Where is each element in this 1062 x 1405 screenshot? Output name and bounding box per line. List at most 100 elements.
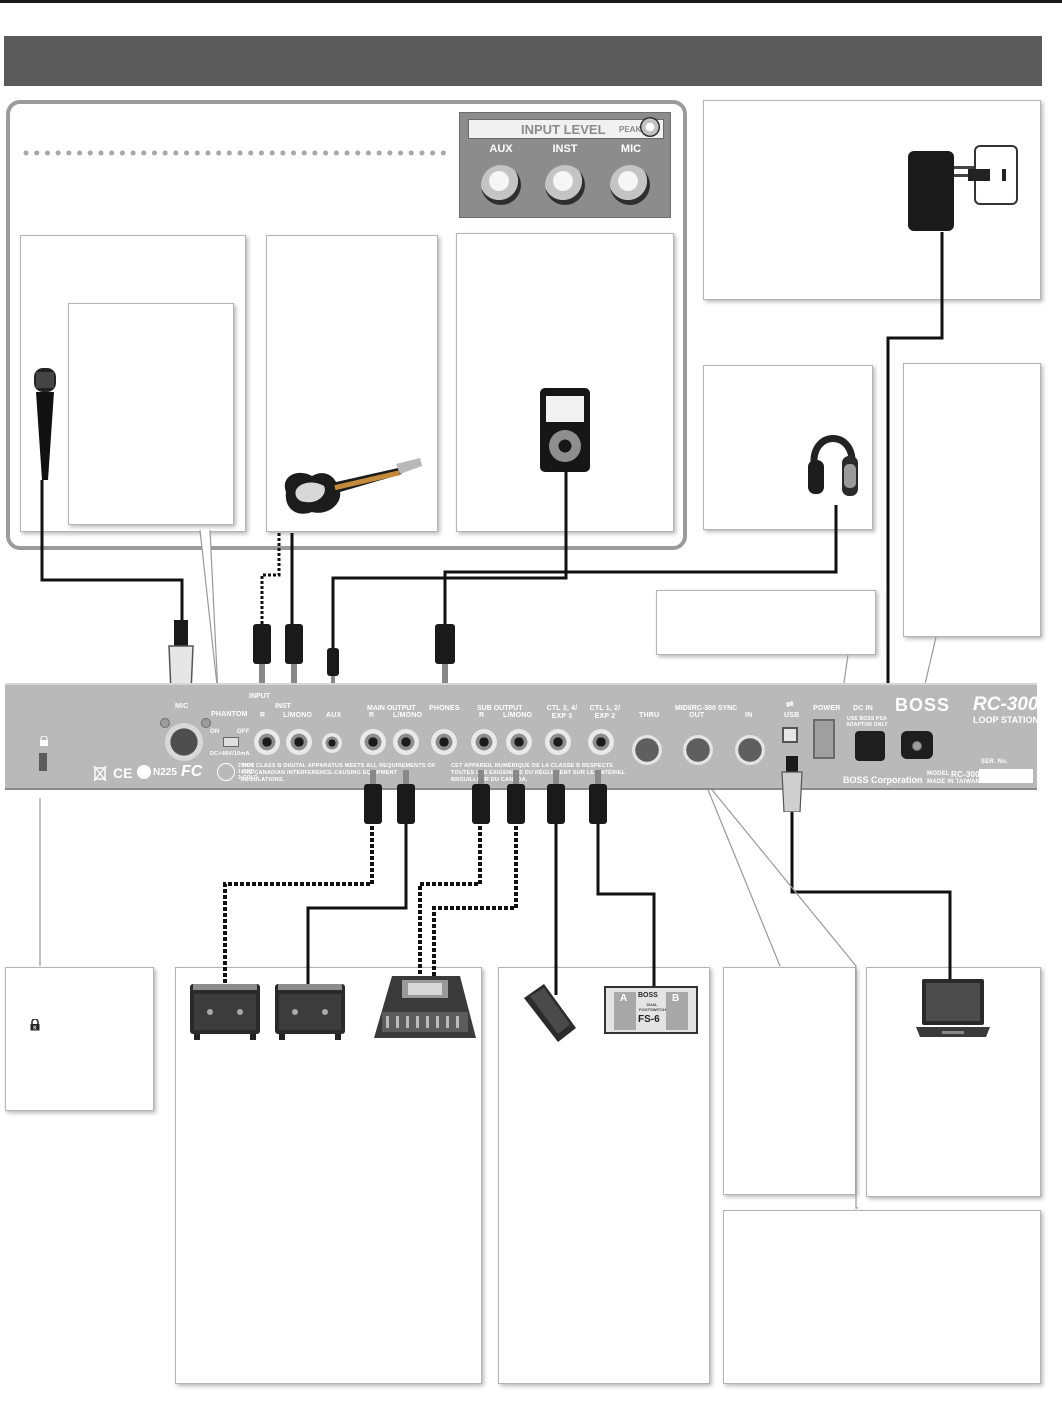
loop-station-label: LOOP STATION <box>973 715 1040 725</box>
input-group-label: INPUT <box>249 693 270 700</box>
expression-pedal-icon <box>520 980 580 1044</box>
inst-r-plug-icon <box>252 624 272 694</box>
inst-r-label: R <box>260 712 266 719</box>
sub-output-label: SUB OUTPUT <box>477 705 523 712</box>
footswitch-a-label: A <box>620 993 628 1004</box>
aux-cable <box>331 470 568 650</box>
made-in-label: MADE IN TAIWAN <box>927 779 981 785</box>
microphone-icon <box>30 368 60 484</box>
phantom-spec: DC+48V/10mA <box>210 751 250 757</box>
usb-icon: ⇌ <box>786 699 794 709</box>
exp3-plug-icon <box>547 770 565 824</box>
svg-text:K: K <box>33 1026 37 1032</box>
guitar-cable-r <box>260 533 281 625</box>
input-level-title: INPUT LEVEL <box>521 122 606 137</box>
ctl12-jack[interactable] <box>588 729 614 755</box>
footswitch-model: FS-6 <box>638 1014 660 1025</box>
input-level-panel: INPUT LEVEL PEAK AUX INST MIC <box>459 112 671 218</box>
serial-label: SER. No. <box>981 759 1008 765</box>
top-rule <box>0 0 1062 3</box>
aux-level-knob[interactable] <box>481 165 521 205</box>
phones-jack[interactable] <box>431 729 457 755</box>
ac-adaptor-icon <box>908 151 954 231</box>
usb-plug-icon <box>780 756 804 813</box>
sub-l-jack[interactable] <box>506 729 532 755</box>
mic-jack-label: MIC <box>175 703 189 710</box>
security-slot-panel <box>5 967 154 1111</box>
pedal-panel <box>498 967 710 1384</box>
dotted-leader <box>23 150 451 156</box>
exp2-plug-icon <box>589 770 607 824</box>
inst-l-jack[interactable] <box>286 729 312 755</box>
ctl34-jack[interactable] <box>545 729 571 755</box>
sub-l-cable <box>432 820 518 985</box>
midi-thru-port[interactable] <box>632 735 662 765</box>
midi-note-panel <box>723 1210 1041 1384</box>
dc-in-label: DC IN <box>853 705 874 712</box>
screw <box>201 718 211 728</box>
model-value: RC-300 <box>951 770 980 779</box>
boss-corporation-label: BOSS Corporation <box>843 775 923 785</box>
main-l-plug-icon <box>397 770 415 824</box>
mic-cable <box>40 480 184 620</box>
electric-guitar-icon <box>278 454 424 520</box>
sub-r-cable <box>418 820 482 985</box>
phantom-on-label: ON <box>210 729 220 735</box>
midi-sync-label: MIDI/RC-300 SYNC <box>675 705 738 712</box>
phantom-switch[interactable] <box>223 737 239 747</box>
main-output-label: MAIN OUTPUT <box>367 705 416 712</box>
weee-icon <box>93 765 107 783</box>
amplifier-icon <box>190 980 260 1040</box>
main-l-jack[interactable] <box>393 729 419 755</box>
security-slot[interactable] <box>39 753 47 771</box>
midi-out-port[interactable] <box>683 735 713 765</box>
fcc-text-fr: CET APPAREIL NUMÉRIQUE DE LA CLASSE B RE… <box>451 763 626 783</box>
sub-r-label: R <box>479 712 485 719</box>
main-r-jack[interactable] <box>360 729 386 755</box>
mic-level-knob[interactable] <box>610 165 650 205</box>
knob-label-mic: MIC <box>620 143 642 155</box>
peak-indicator-icon <box>640 117 660 137</box>
aux-jack[interactable] <box>322 733 342 753</box>
exp2-cable <box>596 820 656 990</box>
main-r-cable <box>223 820 374 985</box>
adaptor-note: USE BOSS PSA ADAPTOR ONLY <box>846 716 888 728</box>
ctl34-label: CTL 3, 4/ EXP 3 <box>546 705 578 720</box>
screw <box>160 718 170 728</box>
power-switch[interactable] <box>813 719 835 759</box>
xlr-pin-legend: 2:HOT 1:GND 3:COLD <box>238 763 258 781</box>
aux-jack-label: AUX <box>326 712 342 719</box>
inst-group-label: INST <box>275 703 291 710</box>
phantom-off-label: OFF <box>237 729 250 735</box>
xlr-plug-icon <box>165 620 197 693</box>
inst-level-knob[interactable] <box>545 165 585 205</box>
midi-in-port[interactable] <box>735 735 765 765</box>
headphones-icon <box>806 420 860 512</box>
sub-r-jack[interactable] <box>471 729 497 755</box>
sub-r-plug-icon <box>472 770 490 824</box>
phantom-note-panel <box>68 303 234 525</box>
midi-thru-label: THRU <box>639 712 660 719</box>
fcc-text-en: THIS CLASS B DIGITAL APPARATUS MEETS ALL… <box>241 763 436 783</box>
adaptor-cable <box>886 232 944 750</box>
sub-l-plug-icon <box>507 770 525 824</box>
inst-r-jack[interactable] <box>254 729 280 755</box>
security-slot-icon <box>40 733 48 746</box>
xlr-pin-diagram-icon <box>217 763 235 781</box>
dc-in-plug[interactable] <box>855 731 885 761</box>
midi-in-label: IN <box>745 712 753 719</box>
audio-player-icon <box>540 388 590 472</box>
usb-port[interactable] <box>782 727 798 743</box>
mic-xlr-jack[interactable] <box>165 723 203 761</box>
phones-label: PHONES <box>429 705 460 712</box>
usb-label: USB <box>784 712 800 719</box>
laptop-icon <box>916 977 990 1045</box>
input-level-label-strip: INPUT LEVEL PEAK <box>468 119 664 139</box>
n225-mark: N225 <box>153 767 177 778</box>
amplifier-icon <box>275 980 345 1040</box>
power-switch-note-panel <box>656 590 876 655</box>
fc-mark: FC <box>181 763 203 780</box>
dc-in-note-panel <box>903 363 1041 637</box>
wall-outlet-icon <box>968 145 1018 205</box>
